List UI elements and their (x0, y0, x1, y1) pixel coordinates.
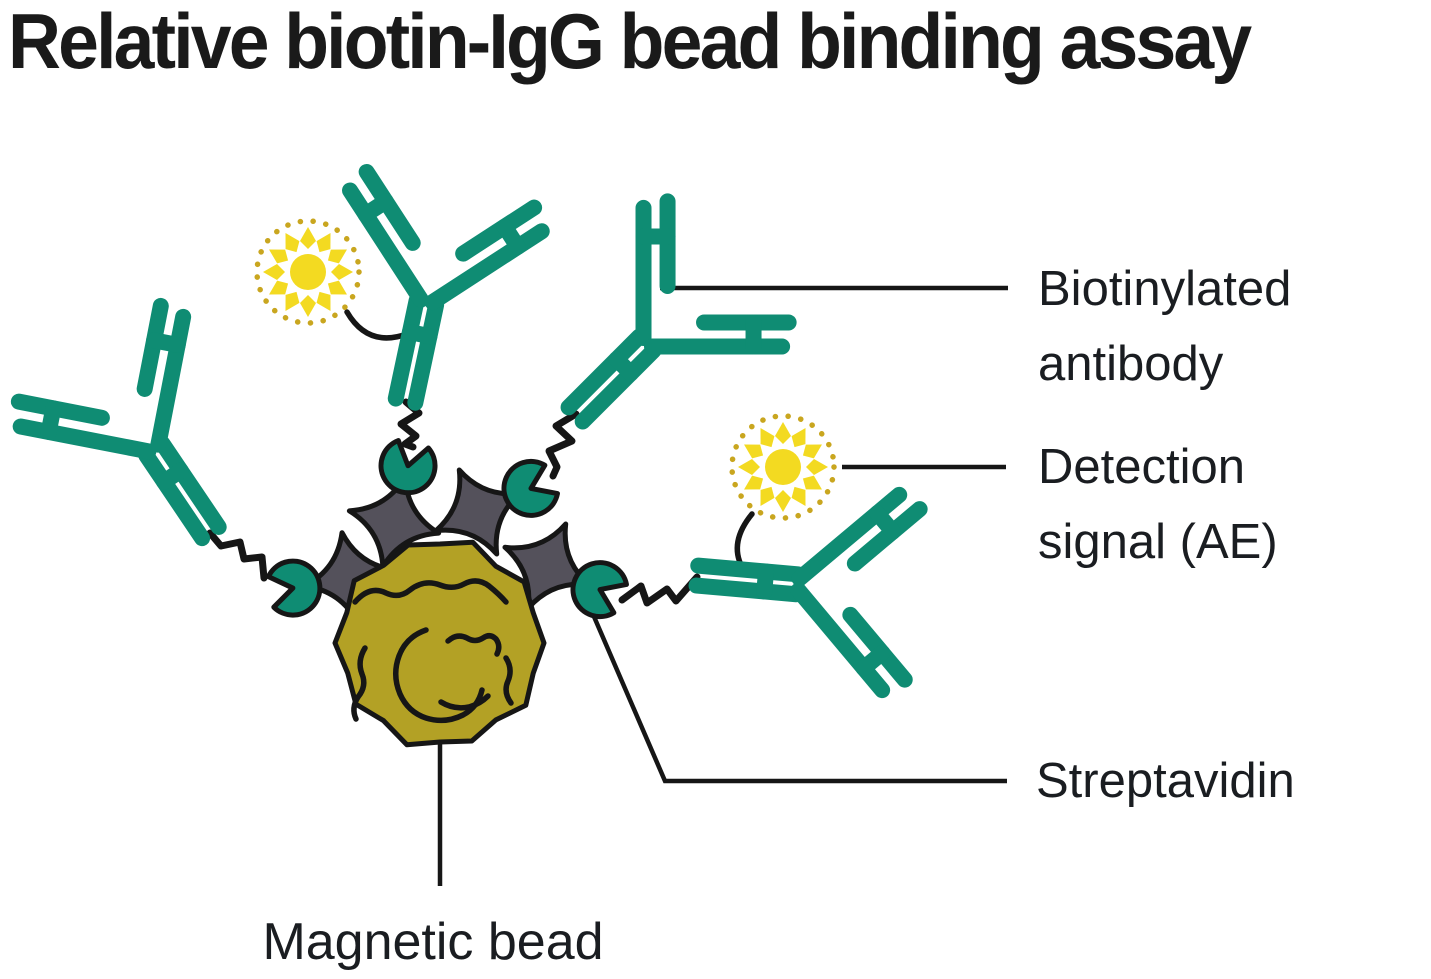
zigzag-linker-icon (545, 410, 580, 480)
magnetic-bead-icon (332, 539, 547, 748)
biotinylated-antibody-icon (689, 478, 921, 692)
label-biotinylated-antibody-line2: antibody (1038, 337, 1224, 391)
figure-title: Relative biotin-IgG bead binding assay (8, 0, 1252, 85)
label-magnetic-bead-text: Magnetic bead (262, 913, 604, 971)
magnetic-bead-body (332, 539, 547, 748)
streptavidin-callout-line (589, 611, 1007, 784)
label-magnetic-bead: Magnetic bead (262, 905, 603, 979)
zigzag-linker-icon (206, 529, 268, 582)
biotin-linkers (206, 398, 701, 607)
magnetic-bead-texture (351, 578, 514, 724)
label-biotinylated-antibody: Biotinylated antibody (1038, 252, 1291, 402)
signal-linker-curve-top (344, 309, 410, 341)
label-streptavidin-text: Streptavidin (1036, 754, 1295, 808)
detection-signal-sun-icon (732, 416, 834, 518)
biotinylated-antibody-icon (310, 169, 547, 421)
label-streptavidin: Streptavidin (1036, 744, 1295, 819)
label-detection-signal-line2: signal (AE) (1038, 515, 1278, 569)
label-biotinylated-antibody-line1: Biotinylated (1038, 262, 1292, 316)
detection-signal-sun-icon (257, 221, 359, 323)
detection-signal-group (257, 221, 834, 518)
signal-linker-curve-right (734, 511, 755, 570)
zigzag-linker-icon (618, 573, 701, 607)
label-detection-signal: Detection signal (AE) (1038, 430, 1278, 580)
label-detection-signal-line1: Detection (1038, 440, 1246, 494)
zigzag-linker-icon (397, 398, 423, 451)
biotinylated-antibody-icon (9, 299, 292, 587)
biotinylated-antibody-icon (506, 193, 797, 484)
